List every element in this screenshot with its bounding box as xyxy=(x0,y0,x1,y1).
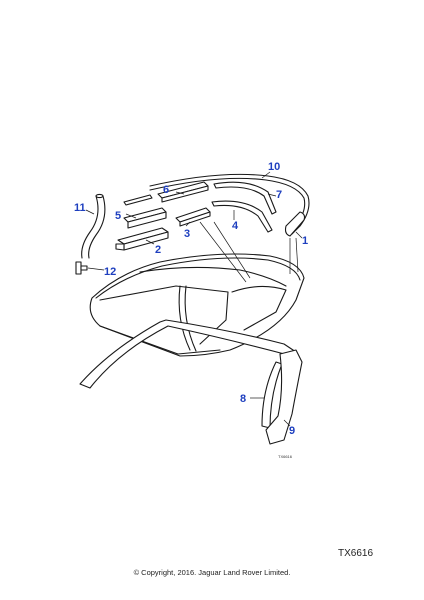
callout-1[interactable]: 1 xyxy=(302,235,308,247)
callout-12[interactable]: 12 xyxy=(104,266,116,278)
leader-lines xyxy=(85,171,303,427)
callout-4[interactable]: 4 xyxy=(232,220,239,232)
callout-labels: 10 6 7 4 3 5 2 1 11 12 8 9 xyxy=(74,161,308,437)
callout-6[interactable]: 6 xyxy=(163,184,169,196)
callout-11[interactable]: 11 xyxy=(74,202,86,214)
diagram-reference-code: TX6616 xyxy=(338,548,374,559)
callout-10[interactable]: 10 xyxy=(268,161,280,173)
hardtop-body xyxy=(89,253,305,357)
callout-7[interactable]: 7 xyxy=(276,189,282,201)
part-4-side-seal[interactable] xyxy=(211,200,273,233)
part-1-end-seal[interactable] xyxy=(284,211,306,237)
part-10-roof-seal[interactable] xyxy=(149,173,310,235)
part-12-connector[interactable] xyxy=(75,261,88,275)
callout-5[interactable]: 5 xyxy=(115,210,121,222)
part-11-hose[interactable] xyxy=(81,193,106,259)
callout-9[interactable]: 9 xyxy=(289,425,295,437)
part-9-pillar-trim[interactable] xyxy=(265,349,303,445)
callout-8[interactable]: 8 xyxy=(240,393,246,405)
part-2-channel[interactable] xyxy=(115,227,169,251)
callout-2[interactable]: 2 xyxy=(155,244,161,256)
part-5-channel[interactable] xyxy=(123,207,167,229)
copyright-notice: © Copyright, 2016. Jaguar Land Rover Lim… xyxy=(133,568,291,577)
part-3-seal[interactable] xyxy=(175,207,211,227)
callout-3[interactable]: 3 xyxy=(184,228,190,240)
inner-ref-code: TX6616 xyxy=(278,454,293,459)
part-7-rear-seal[interactable] xyxy=(213,181,277,215)
part-6-rail-strip[interactable] xyxy=(123,181,209,206)
